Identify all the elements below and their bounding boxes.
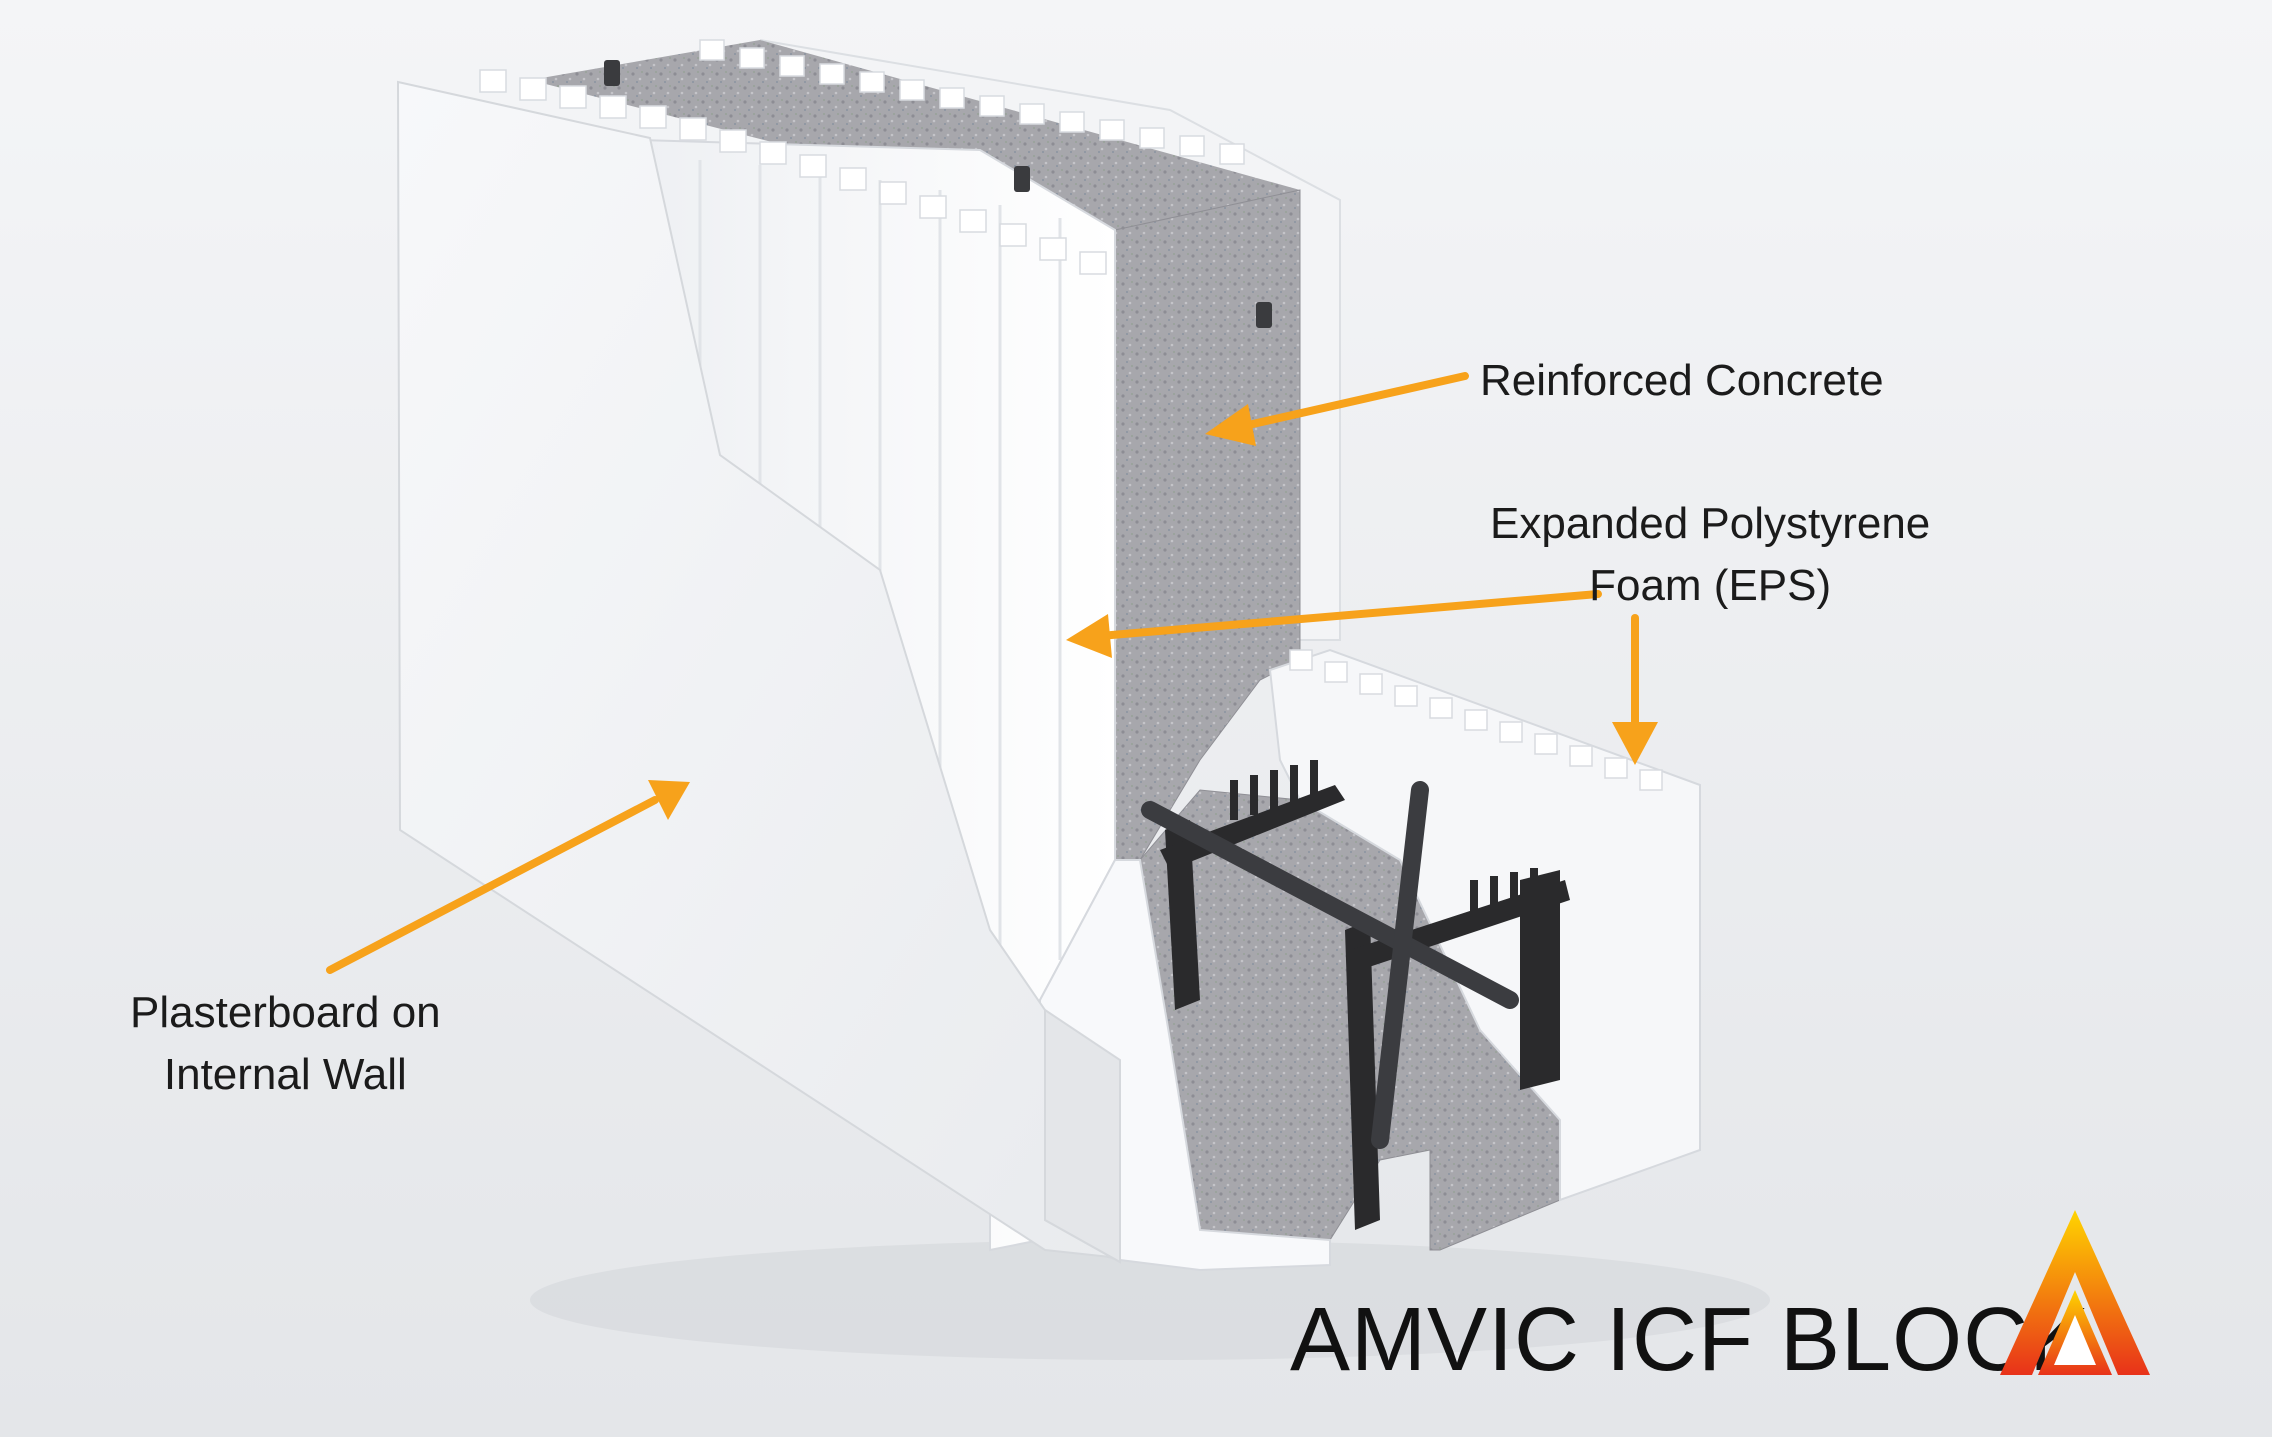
- eps-top-teeth: [479, 39, 1245, 275]
- label-eps-line2: Foam (EPS): [1589, 561, 1832, 610]
- brand-name: AMVIC ICF BLOCK: [1290, 1290, 2091, 1390]
- arrows: [326, 372, 1658, 974]
- arrow-eps-left: [1096, 590, 1602, 640]
- concrete-top: [530, 40, 1300, 230]
- plasterboard-edge: [1044, 1008, 1121, 1264]
- label-plaster-line2: Internal Wall: [163, 1050, 407, 1099]
- arrow-plaster: [326, 796, 659, 974]
- label-plaster-line1: Plasterboard on: [130, 988, 441, 1037]
- label-eps-line1: Expanded Polystyrene: [1490, 499, 1931, 548]
- amvic-logo-icon: [2000, 1210, 2150, 1375]
- label-eps-foam: Expanded Polystyrene Foam (EPS): [1490, 493, 1930, 617]
- arrow-concrete: [1231, 372, 1469, 432]
- floor-shadow: [530, 1240, 1770, 1360]
- rebar-stubs: [604, 60, 1272, 328]
- rebar: [1141, 781, 1519, 1149]
- label-reinforced-concrete: Reinforced Concrete: [1480, 350, 1884, 412]
- label-concrete-text: Reinforced Concrete: [1480, 356, 1884, 405]
- eps-lower-teeth: [1289, 649, 1663, 791]
- label-plasterboard: Plasterboard on Internal Wall: [130, 982, 441, 1106]
